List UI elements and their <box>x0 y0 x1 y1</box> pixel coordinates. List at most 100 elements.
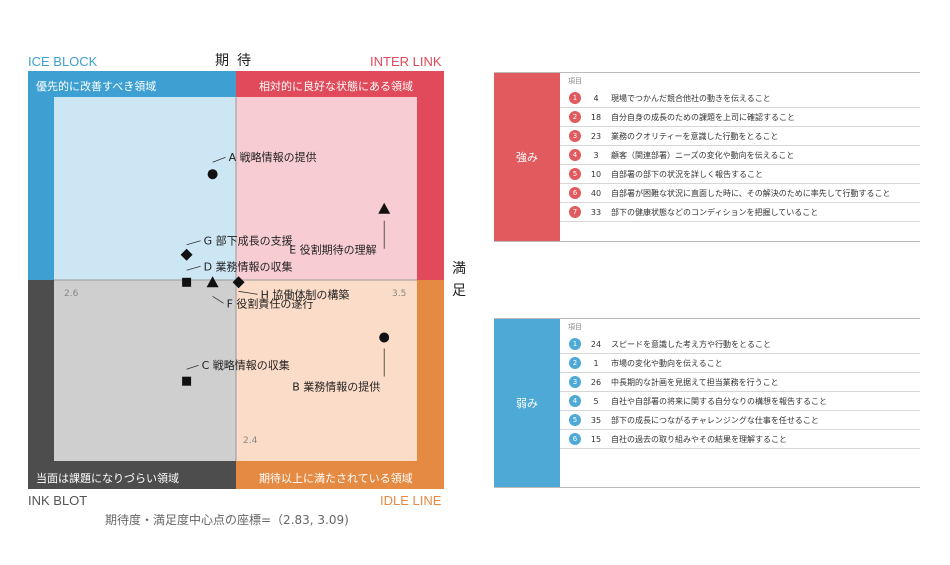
point-label-a: A 戦略情報の提供 <box>229 150 317 164</box>
tick-label-y-bottom: 2.4 <box>243 436 258 446</box>
point-label-g: G 部下成長の支援 <box>204 234 293 248</box>
weakness-item-text: 市場の変化や動向を伝えること <box>611 358 723 368</box>
strength-item-text: 部下の健康状態などのコンディションを把握していること <box>611 207 819 217</box>
weakness-item-number: 5 <box>593 396 599 406</box>
strength-row: 3 23 業務のクオリティーを意識した行動をとること <box>560 127 920 146</box>
point-label-d: D 業務情報の収集 <box>204 259 293 273</box>
strength-row: 1 4 現場でつかんだ競合他社の動きを伝えること <box>560 89 920 108</box>
strength-item-text: 自部署が困難な状況に直面した時に、その解決のために率先して行動すること <box>611 188 891 198</box>
strength-item-number: 40 <box>590 188 602 198</box>
weakness-rank-badge: 3 <box>569 376 581 388</box>
weakness-rank-badge: 5 <box>569 414 581 426</box>
strength-item-number: 4 <box>593 93 599 103</box>
corner-label-idle-line: IDLE LINE <box>380 493 442 508</box>
strength-item-text: 自部署の部下の状況を詳しく報告すること <box>611 169 763 179</box>
point-marker-f <box>206 276 219 288</box>
strength-rank-badge: 1 <box>569 92 581 104</box>
strength-item-number: 23 <box>590 131 602 141</box>
quadrant-bottom-right-fill <box>236 280 417 461</box>
strengths-list: 1 4 現場でつかんだ競合他社の動きを伝えること 2 18 自分自身の成長のための課題を上… <box>560 89 920 222</box>
weakness-row: 3 26 中長期的な計画を見据えて担当業務を行うこと <box>560 373 920 392</box>
y-axis-title: 期待 <box>215 53 259 69</box>
quadrant-bottom-left-fill <box>54 280 236 461</box>
corner-label-ink-blot: INK BLOT <box>28 493 88 508</box>
weakness-item-number: 1 <box>593 358 599 368</box>
point-marker-c <box>182 376 192 386</box>
weakness-item-number: 26 <box>590 377 602 387</box>
point-leader-c <box>186 364 199 370</box>
strength-item-text: 自分自身の成長のための課題を上司に確認すること <box>611 112 795 122</box>
point-marker-b <box>379 332 390 343</box>
weakness-item-text: 自社の過去の取り組みやその結果を理解すること <box>611 434 787 444</box>
weaknesses-title: 弱み <box>494 319 560 487</box>
weakness-rank-badge: 2 <box>569 357 581 369</box>
strength-rank-badge: 3 <box>569 130 581 142</box>
strength-rank-badge: 2 <box>569 111 581 123</box>
quadrant-header-bottom-right: 期待以上に満たされている領域 <box>259 471 413 485</box>
strength-item-text: 業務のクオリティーを意識した行動をとること <box>611 131 779 141</box>
strength-item-text: 顧客（関連部署）ニーズの変化や動向を伝えること <box>611 150 795 160</box>
strength-item-text: 現場でつかんだ競合他社の動きを伝えること <box>611 93 771 103</box>
point-leader-a <box>212 156 226 163</box>
point-marker-h <box>232 276 245 289</box>
point-label-e: E 役割期待の理解 <box>289 243 376 257</box>
x-axis-title: 満足 <box>452 261 466 299</box>
quadrant-header-bottom-left: 当面は課題になりづらい領域 <box>36 471 179 485</box>
point-leader-g <box>186 240 201 246</box>
point-label-b: B 業務情報の提供 <box>292 380 380 394</box>
strength-row: 2 18 自分自身の成長のための課題を上司に確認すること <box>560 108 920 127</box>
weakness-item-number: 24 <box>590 339 602 349</box>
strength-row: 7 33 部下の健康状態などのコンディションを把握していること <box>560 203 920 222</box>
strengths-title: 強み <box>494 73 560 241</box>
corner-label-inter-link: INTER LINK <box>370 54 442 69</box>
point-label-f: F 役割責任の遂行 <box>227 296 314 310</box>
quadrant-header-top-left: 優先的に改善すべき領域 <box>36 79 156 93</box>
strength-row: 6 40 自部署が困難な状況に直面した時に、その解決のために率先して行動すること <box>560 184 920 203</box>
weakness-row: 6 15 自社の過去の取り組みやその結果を理解すること <box>560 430 920 449</box>
weakness-item-text: スピードを意識した考え方や行動をとること <box>611 339 771 349</box>
point-marker-e <box>378 202 391 214</box>
weakness-item-number: 15 <box>590 434 602 444</box>
weakness-rank-badge: 6 <box>569 433 581 445</box>
weakness-row: 2 1 市場の変化や動向を伝えること <box>560 354 920 373</box>
strength-rank-badge: 4 <box>569 149 581 161</box>
strength-item-number: 33 <box>590 207 602 217</box>
weaknesses-list: 1 24 スピードを意識した考え方や行動をとること 2 1 市場の変化や動向を伝えること 3… <box>560 335 920 449</box>
quadrant-chart: 優先的に改善すべき領域 相対的に良好な状態にある領域 当面は課題になりづらい領域… <box>28 71 444 489</box>
strength-item-number: 18 <box>590 112 602 122</box>
weakness-row: 4 5 自社や自部署の将来に関する自分なりの構想を報告すること <box>560 392 920 411</box>
point-marker-g <box>180 248 193 261</box>
quadrant-header-top-right: 相対的に良好な状態にある領域 <box>259 79 413 93</box>
strength-rank-badge: 7 <box>569 206 581 218</box>
corner-label-ice-block: ICE BLOCK <box>28 54 98 69</box>
center-point-note: 期待度・満足度中心点の座標=（2.83, 3.09) <box>105 513 349 527</box>
strengths-panel: 強み 項目 1 4 現場でつかんだ競合他社の動きを伝えること 2 18 自分自身の成長のた… <box>494 72 920 242</box>
quadrant-top-left-fill <box>54 97 236 280</box>
weakness-rank-badge: 1 <box>569 338 581 350</box>
strength-item-number: 10 <box>590 169 602 179</box>
weakness-item-text: 中長期的な計画を見据えて担当業務を行うこと <box>611 377 779 387</box>
point-marker-d <box>182 277 192 287</box>
strength-rank-badge: 5 <box>569 168 581 180</box>
weakness-item-text: 部下の成長につながるチャレンジングな仕事を任せること <box>611 415 819 425</box>
point-leader-f <box>212 295 224 304</box>
weakness-row: 1 24 スピードを意識した考え方や行動をとること <box>560 335 920 354</box>
point-label-c: C 戦略情報の収集 <box>202 358 290 372</box>
strength-item-number: 3 <box>593 150 599 160</box>
strength-row: 5 10 自部署の部下の状況を詳しく報告すること <box>560 165 920 184</box>
weaknesses-column-header: 項目 <box>568 323 582 331</box>
weakness-item-text: 自社や自部署の将来に関する自分なりの構想を報告すること <box>611 396 827 406</box>
point-label-h: H 協働体制の構築 <box>261 287 350 301</box>
weaknesses-panel: 弱み 項目 1 24 スピードを意識した考え方や行動をとること 2 1 市場の変化や動向を… <box>494 318 920 488</box>
strengths-column-header: 項目 <box>568 77 582 85</box>
strength-rank-badge: 6 <box>569 187 581 199</box>
weakness-row: 5 35 部下の成長につながるチャレンジングな仕事を任せること <box>560 411 920 430</box>
weakness-item-number: 35 <box>590 415 602 425</box>
strength-row: 4 3 顧客（関連部署）ニーズの変化や動向を伝えること <box>560 146 920 165</box>
tick-label-x-left: 2.6 <box>64 289 79 299</box>
point-marker-a <box>207 169 218 180</box>
quadrant-top-right-fill <box>236 97 417 280</box>
point-leader-d <box>186 265 201 271</box>
tick-label-x-right: 3.5 <box>392 289 406 299</box>
weakness-rank-badge: 4 <box>569 395 581 407</box>
